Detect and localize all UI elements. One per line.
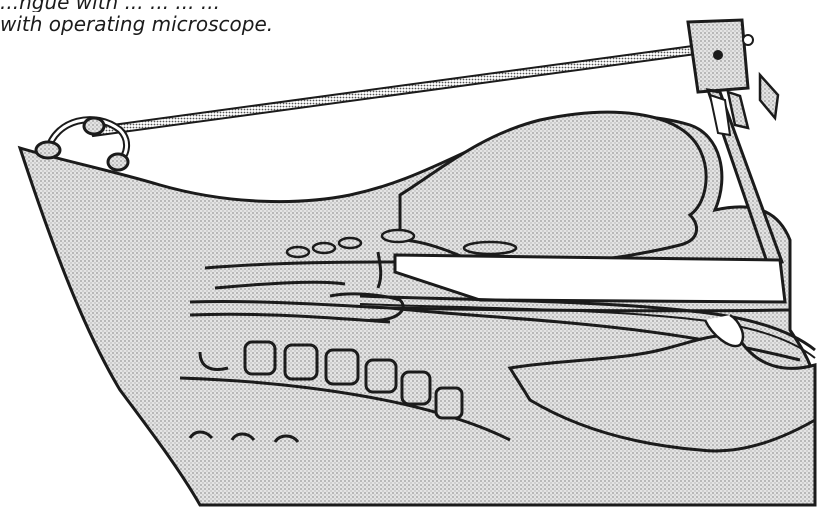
suspension-arm-inner <box>710 95 730 135</box>
clamp-mechanism <box>688 20 778 128</box>
tongue-mass <box>400 112 706 265</box>
